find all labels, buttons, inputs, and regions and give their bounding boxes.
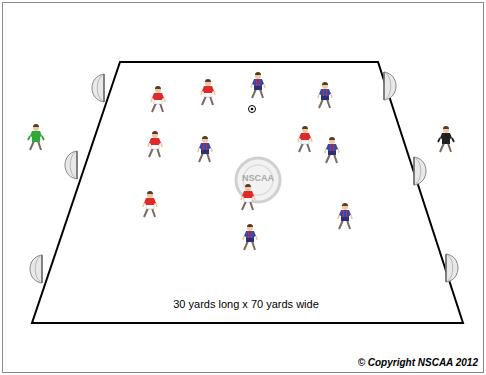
watermark: NSCAA: [242, 174, 274, 184]
red-player: [143, 191, 157, 217]
goal: [30, 255, 42, 283]
red-player: [148, 131, 162, 157]
blue-player: [325, 137, 339, 163]
goal: [384, 72, 396, 100]
red-player: [241, 184, 255, 210]
goal: [414, 157, 426, 185]
ball: [249, 106, 256, 113]
goal: [92, 74, 104, 102]
blue-player: [251, 72, 265, 98]
red-player: [201, 79, 215, 105]
frame: [3, 3, 484, 373]
green-keeper: [28, 124, 44, 150]
red-player: [298, 126, 312, 152]
blue-player: [318, 82, 332, 108]
field-dimensions: 30 yards long x 70 yards wide: [173, 298, 319, 310]
blue-player: [338, 203, 352, 229]
blue-player: [198, 136, 212, 162]
copyright-note: © Copyright NSCAA 2012: [358, 357, 478, 368]
players: [28, 72, 454, 250]
blue-player: [243, 224, 257, 250]
field-outline: [32, 62, 463, 323]
goal: [65, 151, 77, 179]
goals: [30, 72, 458, 283]
goal: [446, 254, 458, 282]
red-player: [151, 86, 165, 112]
black-keeper: [438, 126, 454, 152]
